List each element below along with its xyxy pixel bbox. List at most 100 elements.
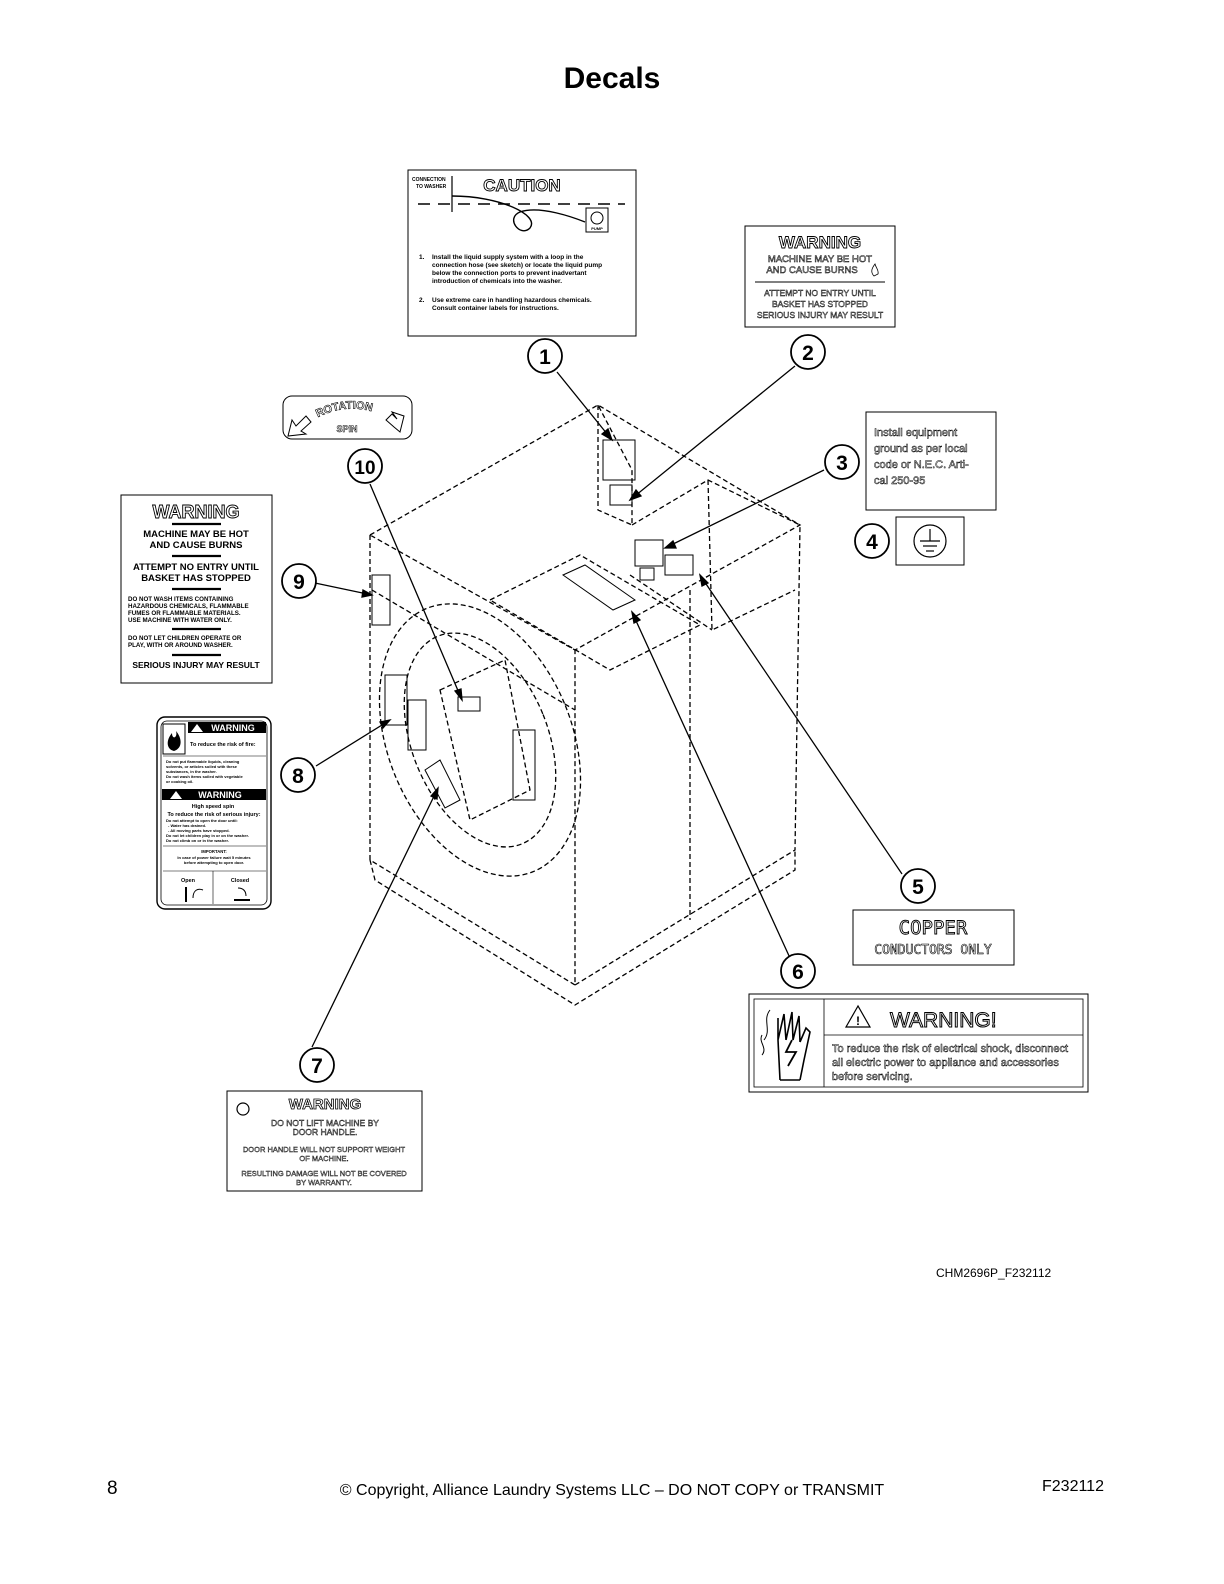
svg-text:High speed spin: High speed spin	[192, 804, 235, 810]
svg-text:To reduce the risk of electric: To reduce the risk of electrical shock, …	[832, 1043, 1068, 1055]
svg-text:6: 6	[792, 961, 804, 984]
callout-8: 8	[280, 757, 316, 793]
svg-text:Consult container labels for i: Consult container labels for instruction…	[432, 305, 559, 312]
svg-text:ATTEMPT NO ENTRY UNTIL: ATTEMPT NO ENTRY UNTIL	[764, 288, 876, 298]
decal-fire-spin: WARNING To reduce the risk of fire: Do n…	[156, 716, 272, 910]
svg-text:PUMP: PUMP	[591, 226, 603, 231]
ground-icon	[920, 529, 940, 552]
decal-copper: COPPER CONDUCTORS ONLY	[852, 909, 1015, 966]
svg-text:DOOR HANDLE.: DOOR HANDLE.	[293, 1127, 358, 1137]
svg-text:8: 8	[292, 765, 304, 788]
svg-text:1.: 1.	[419, 254, 425, 261]
svg-text:COPPER: COPPER	[899, 917, 968, 939]
callout-2: 2	[790, 334, 826, 370]
svg-text:OF MACHINE.: OF MACHINE.	[299, 1154, 348, 1163]
svg-text:PLAY, WITH OR AROUND WASHER.: PLAY, WITH OR AROUND WASHER.	[128, 642, 233, 649]
svg-text:5: 5	[912, 876, 924, 899]
svg-text:Do not attempt to open the doo: Do not attempt to open the door until:	[166, 818, 238, 823]
callout-7: 7	[299, 1047, 335, 1083]
open-handle-icon	[185, 887, 204, 902]
svg-text:9: 9	[293, 571, 305, 594]
callout-3: 3	[824, 444, 860, 480]
decal-caution: CONNECTION TO WASHER CAUTION PUMP 1. Ins…	[407, 169, 637, 337]
svg-text:IMPORTANT:: IMPORTANT:	[201, 849, 227, 854]
svg-text:BASKET HAS STOPPED: BASKET HAS STOPPED	[772, 299, 868, 309]
svg-text:CONNECTION: CONNECTION	[412, 177, 446, 183]
document-code: F232112	[1042, 1478, 1104, 1495]
svg-text:Install the liquid supply syst: Install the liquid supply system with a …	[432, 254, 584, 261]
svg-text:Do not let children play in or: Do not let children play in or on the wa…	[166, 833, 249, 838]
svg-text:DO NOT LET CHILDREN OPERATE OR: DO NOT LET CHILDREN OPERATE OR	[128, 635, 242, 642]
svg-text:connection hose (see sketch) o: connection hose (see sketch) or locate t…	[432, 262, 602, 269]
svg-text:SPIN: SPIN	[336, 424, 357, 434]
svg-text:before attempting to open door: before attempting to open door.	[184, 860, 244, 865]
decal-door-handle: WARNING DO NOT LIFT MACHINE BY DOOR HAND…	[226, 1090, 423, 1192]
svg-text:- Water has drained.: - Water has drained.	[168, 823, 206, 828]
svg-text:cal 250-95: cal 250-95	[874, 475, 925, 487]
svg-text:2.: 2.	[419, 297, 425, 304]
svg-text:substances, in the washer.: substances, in the washer.	[166, 769, 217, 774]
figure-id: CHM2696P_F232112	[936, 1266, 1052, 1280]
svg-text:4: 4	[866, 531, 878, 554]
svg-text:Do not climb on or in the wash: Do not climb on or in the washer.	[166, 838, 229, 843]
svg-text:10: 10	[354, 458, 375, 479]
svg-text:WARNING: WARNING	[211, 723, 255, 733]
svg-text:WARNING: WARNING	[153, 502, 240, 522]
page-number: 8	[107, 1478, 118, 1499]
svg-text:or cooking oil.: or cooking oil.	[166, 779, 193, 784]
svg-text:SERIOUS INJURY MAY RESULT: SERIOUS INJURY MAY RESULT	[757, 310, 883, 320]
svg-text:all electric power to applianc: all electric power to appliance and acce…	[832, 1057, 1059, 1069]
svg-text:solvents, or articles soiled w: solvents, or articles soiled with these	[166, 764, 238, 769]
washer-decal-spots	[371, 439, 694, 809]
washer-drawing	[368, 404, 802, 1006]
fire-icon	[162, 723, 186, 755]
svg-text:To reduce the risk of serious: To reduce the risk of serious injury:	[167, 812, 260, 818]
svg-text:WARNING!: WARNING!	[890, 1009, 997, 1032]
svg-text:SERIOUS INJURY MAY RESULT: SERIOUS INJURY MAY RESULT	[132, 660, 260, 670]
decal-rotation: ROTATION SPIN	[282, 395, 413, 440]
callout-1: 1	[527, 338, 563, 374]
callout-5: 5	[900, 868, 936, 904]
svg-text:ground as per local: ground as per local	[874, 443, 968, 455]
svg-text:!: !	[856, 1014, 860, 1028]
svg-text:Do not put flammable liquids,: Do not put flammable liquids, cleaning	[166, 759, 240, 764]
svg-text:before servicing.: before servicing.	[832, 1071, 913, 1083]
callout-10: 10	[347, 448, 383, 484]
callout-6: 6	[780, 953, 816, 989]
svg-text:RESULTING DAMAGE WILL NOT BE C: RESULTING DAMAGE WILL NOT BE COVERED	[241, 1169, 407, 1178]
svg-text:MACHINE MAY BE HOT: MACHINE MAY BE HOT	[143, 529, 249, 540]
rotation-arrow-right-icon	[385, 411, 405, 433]
svg-text:Use extreme care in handling h: Use extreme care in handling hazardous c…	[432, 297, 592, 304]
flame-icon	[871, 263, 879, 277]
warning-triangle-icon: !	[844, 1004, 872, 1028]
svg-text:code or N.E.C. Arti-: code or N.E.C. Arti-	[874, 459, 969, 471]
svg-text:AND CAUSE BURNS: AND CAUSE BURNS	[766, 265, 857, 276]
svg-text:below the connection ports to: below the connection ports to prevent in…	[432, 270, 587, 277]
page-title: Decals	[563, 62, 661, 95]
rotation-arrow-left-icon	[287, 415, 312, 437]
svg-text:DOOR HANDLE WILL NOT SUPPORT W: DOOR HANDLE WILL NOT SUPPORT WEIGHT	[243, 1145, 406, 1154]
leader-lines	[311, 365, 903, 1048]
svg-text:7: 7	[311, 1055, 323, 1078]
svg-text:DO NOT WASH ITEMS CONTAINING: DO NOT WASH ITEMS CONTAINING	[128, 596, 234, 603]
svg-text:BASKET HAS STOPPED: BASKET HAS STOPPED	[141, 573, 251, 584]
svg-text:Do not wash items soiled with: Do not wash items soiled with vegetable	[166, 774, 243, 779]
svg-text:To reduce the risk of fire:: To reduce the risk of fire:	[190, 742, 256, 748]
svg-text:2: 2	[802, 342, 814, 365]
copyright-notice: © Copyright, Alliance Laundry Systems LL…	[339, 1482, 885, 1499]
decal-warning-hot: WARNING MACHINE MAY BE HOT AND CAUSE BUR…	[744, 225, 896, 328]
svg-text:Install equipment: Install equipment	[874, 427, 957, 439]
callout-4: 4	[854, 523, 890, 559]
svg-text:WARNING: WARNING	[289, 1096, 362, 1113]
hand-shock-icon	[760, 1009, 811, 1081]
svg-text:Closed: Closed	[231, 878, 249, 884]
svg-text:- All moving parts have stoppe: - All moving parts have stopped.	[168, 828, 230, 833]
warning-triangle-icon	[191, 724, 203, 732]
svg-text:Open: Open	[181, 878, 196, 884]
decal-electric-warning: ! WARNING! To reduce the risk of electri…	[748, 993, 1089, 1093]
svg-text:DO NOT LIFT MACHINE BY: DO NOT LIFT MACHINE BY	[271, 1118, 379, 1128]
decal-ground-note: Install equipment ground as per local co…	[865, 411, 997, 511]
svg-text:USE MACHINE WITH WATER ONLY.: USE MACHINE WITH WATER ONLY.	[128, 617, 232, 624]
svg-text:WARNING: WARNING	[779, 233, 861, 252]
